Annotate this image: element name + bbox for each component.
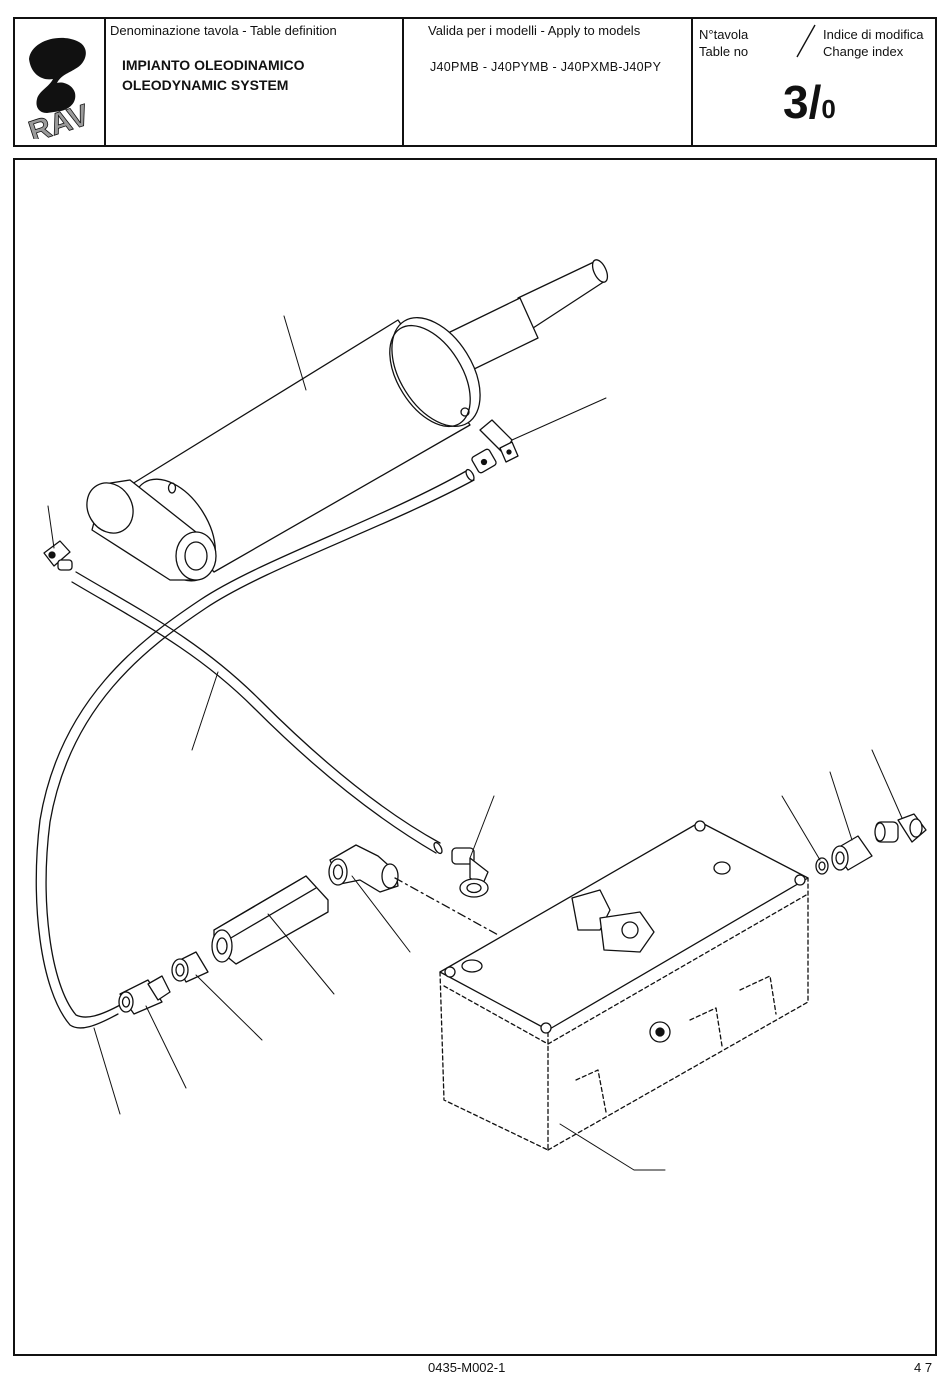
adapter-fitting [832, 836, 872, 870]
cylinder-elbow-fitting [471, 420, 518, 474]
hydraulic-cylinder [78, 258, 611, 596]
document-code: 0435-M002-1 [428, 1360, 505, 1375]
banjo-fitting-left [44, 541, 72, 570]
nipple [172, 952, 208, 982]
compression-nut [119, 976, 170, 1014]
hex-spacer [212, 876, 328, 964]
swivel-elbow-fitting [452, 848, 488, 897]
power-unit-tank [440, 821, 808, 1150]
hose-return [72, 572, 444, 855]
leader-lines [48, 316, 902, 1170]
page-number: 4 7 [914, 1360, 932, 1375]
right-swivel-elbow [875, 814, 926, 842]
elbow-fitting-tank [329, 845, 398, 892]
reducer-fitting [816, 858, 828, 874]
